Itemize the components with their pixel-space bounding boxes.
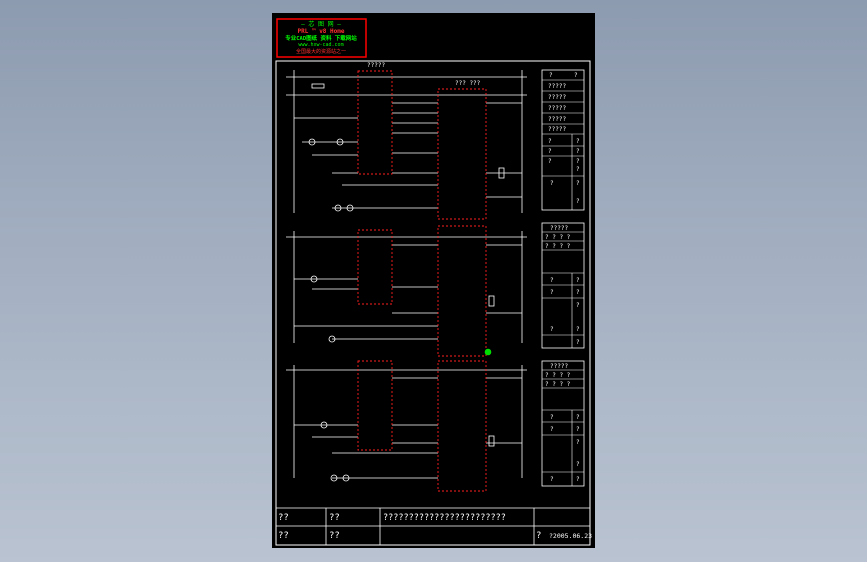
side-block-1-cell: ?: [548, 138, 552, 145]
title-block: ?? ?? ???????????????????????? ?? ?? ? ?…: [276, 507, 592, 545]
side-block-2-cell: ?: [576, 326, 580, 333]
side-block-1-cell: ?: [576, 148, 580, 155]
side-block-2: ????? ? ? ? ? ? ? ? ? ? ? ? ? ? ? ? ?: [541, 222, 585, 349]
side-block-2-row: ? ? ? ?: [545, 243, 571, 250]
side-block-1-row: ?????: [548, 105, 566, 112]
side-block-2-cell: ?: [576, 339, 580, 346]
side-block-1: ? ? ????? ????? ????? ????? ????? ? ? ? …: [541, 69, 585, 211]
side-block-1-row: ?????: [548, 83, 566, 90]
side-block-1-cell: ?: [576, 138, 580, 145]
relay-box-3: [357, 360, 393, 451]
side-block-3-cell: ?: [550, 414, 554, 421]
drawing-border: [275, 60, 591, 546]
side-block-2-cell: ?: [550, 289, 554, 296]
stamp-line-1: — 芯 图 网 —: [301, 20, 341, 28]
side-block-3-cell: ?: [576, 461, 580, 468]
drawing-title: ????????????????????????: [383, 513, 506, 523]
relay-box-1: [357, 70, 393, 175]
stamp-line-3: 专业CAD图纸 资料 下载网站: [285, 34, 357, 42]
selection-marker: [484, 348, 492, 356]
title-cell-5: ??: [329, 531, 340, 541]
plc-box-1: [437, 88, 487, 220]
side-block-3-cell: ?: [576, 426, 580, 433]
plc-box-2: [437, 225, 487, 357]
side-block-1-cell: ?: [576, 180, 580, 187]
side-block-1-cell: ?: [548, 158, 552, 165]
side-block-1-cell: ?: [576, 158, 580, 165]
side-block-1-header-b: ?: [574, 72, 578, 79]
side-block-1-cell: ?: [550, 180, 554, 187]
schematic-drawing: — 芯 图 网 — PRL ™ v8 Home 专业CAD图纸 资料 下载网站 …: [275, 18, 592, 546]
side-block-2-header: ?????: [550, 225, 568, 232]
side-block-2-cell: ?: [576, 289, 580, 296]
stamp-line-5: 全国最大的资源站之一: [296, 48, 346, 55]
title-cell-2: ??: [329, 513, 340, 523]
circuit-section-1: [286, 70, 527, 213]
side-block-2-cell: ?: [550, 277, 554, 284]
drawing-date: ?2005.06.23: [549, 532, 592, 540]
side-block-3-cell: ?: [576, 414, 580, 421]
side-block-2-cell: ?: [550, 326, 554, 333]
stamp-line-4: www.hxw-cad.com: [298, 42, 343, 48]
title-cell-6: ?: [536, 531, 541, 541]
side-block-3-header: ?????: [550, 363, 568, 370]
side-block-1-cell: ?: [548, 148, 552, 155]
top-label: ?????: [367, 62, 385, 69]
side-block-3-row: ? ? ? ?: [545, 381, 571, 388]
side-block-1-row: ?????: [548, 126, 566, 133]
side-block-2-row: ? ? ? ?: [545, 234, 571, 241]
side-block-3-cell: ?: [576, 439, 580, 446]
circuit-section-2: [286, 231, 527, 343]
side-block-1-cell: ?: [576, 166, 580, 173]
side-block-3-cell: ?: [550, 476, 554, 483]
plc-box-3: [437, 360, 487, 492]
side-block-2-cell: ?: [576, 302, 580, 309]
side-block-1-cell: ?: [576, 198, 580, 205]
title-cell-1: ??: [278, 513, 289, 523]
side-block-1-header-a: ?: [549, 72, 553, 79]
side-block-3: ????? ? ? ? ? ? ? ? ? ? ? ? ? ? ? ? ?: [541, 360, 585, 487]
drawing-sheet: — 芯 图 网 — PRL ™ v8 Home 专业CAD图纸 资料 下载网站 …: [272, 13, 595, 548]
side-block-1-row: ?????: [548, 116, 566, 123]
circuit-section-3: [286, 365, 527, 482]
stamp-line-2: PRL ™ v8 Home: [298, 28, 345, 35]
side-block-3-cell: ?: [576, 476, 580, 483]
side-block-2-cell: ?: [576, 277, 580, 284]
side-block-3-cell: ?: [550, 426, 554, 433]
side-block-1-row: ?????: [548, 94, 566, 101]
relay-box-2: [357, 229, 393, 305]
stamp-box: — 芯 图 网 — PRL ™ v8 Home 专业CAD图纸 资料 下载网站 …: [276, 18, 367, 58]
title-cell-4: ??: [278, 531, 289, 541]
plc-label: ??? ???: [455, 80, 481, 87]
side-block-3-row: ? ? ? ?: [545, 372, 571, 379]
